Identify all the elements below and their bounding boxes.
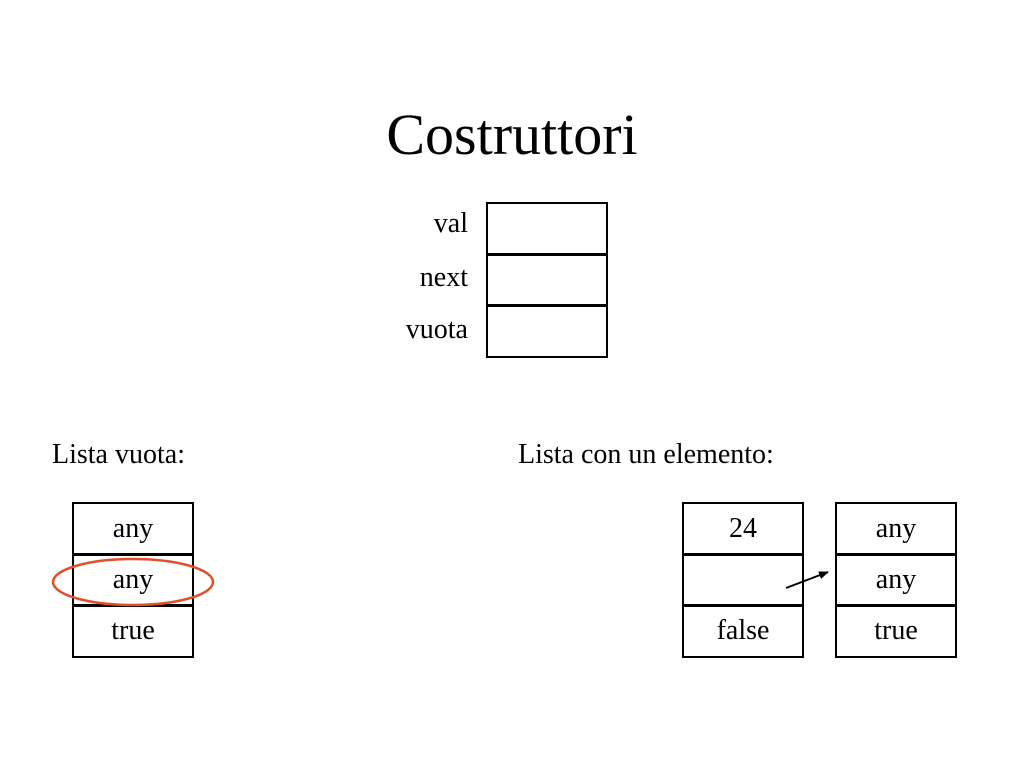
structure-cell-vuota <box>486 304 608 358</box>
node1-cell-next <box>682 553 804 607</box>
field-label-vuota: vuota <box>405 314 468 345</box>
node2-cell-val: any <box>835 502 957 556</box>
empty-list-cell-val: any <box>72 502 194 556</box>
structure-cell-next <box>486 253 608 307</box>
empty-list-cell-next: any <box>72 553 194 607</box>
node1-cell-vuota: false <box>682 604 804 658</box>
node1-cell-val: 24 <box>682 502 804 556</box>
node2-cell-vuota: true <box>835 604 957 658</box>
node2-cell-next: any <box>835 553 957 607</box>
empty-list-cell-vuota: true <box>72 604 194 658</box>
field-label-val: val <box>433 208 468 239</box>
one-element-list-caption: Lista con un elemento: <box>518 439 774 470</box>
field-label-next: next <box>419 262 468 293</box>
empty-list-caption: Lista vuota: <box>52 439 185 470</box>
slide-title: Costruttori <box>386 102 638 167</box>
structure-cell-val <box>486 202 608 256</box>
